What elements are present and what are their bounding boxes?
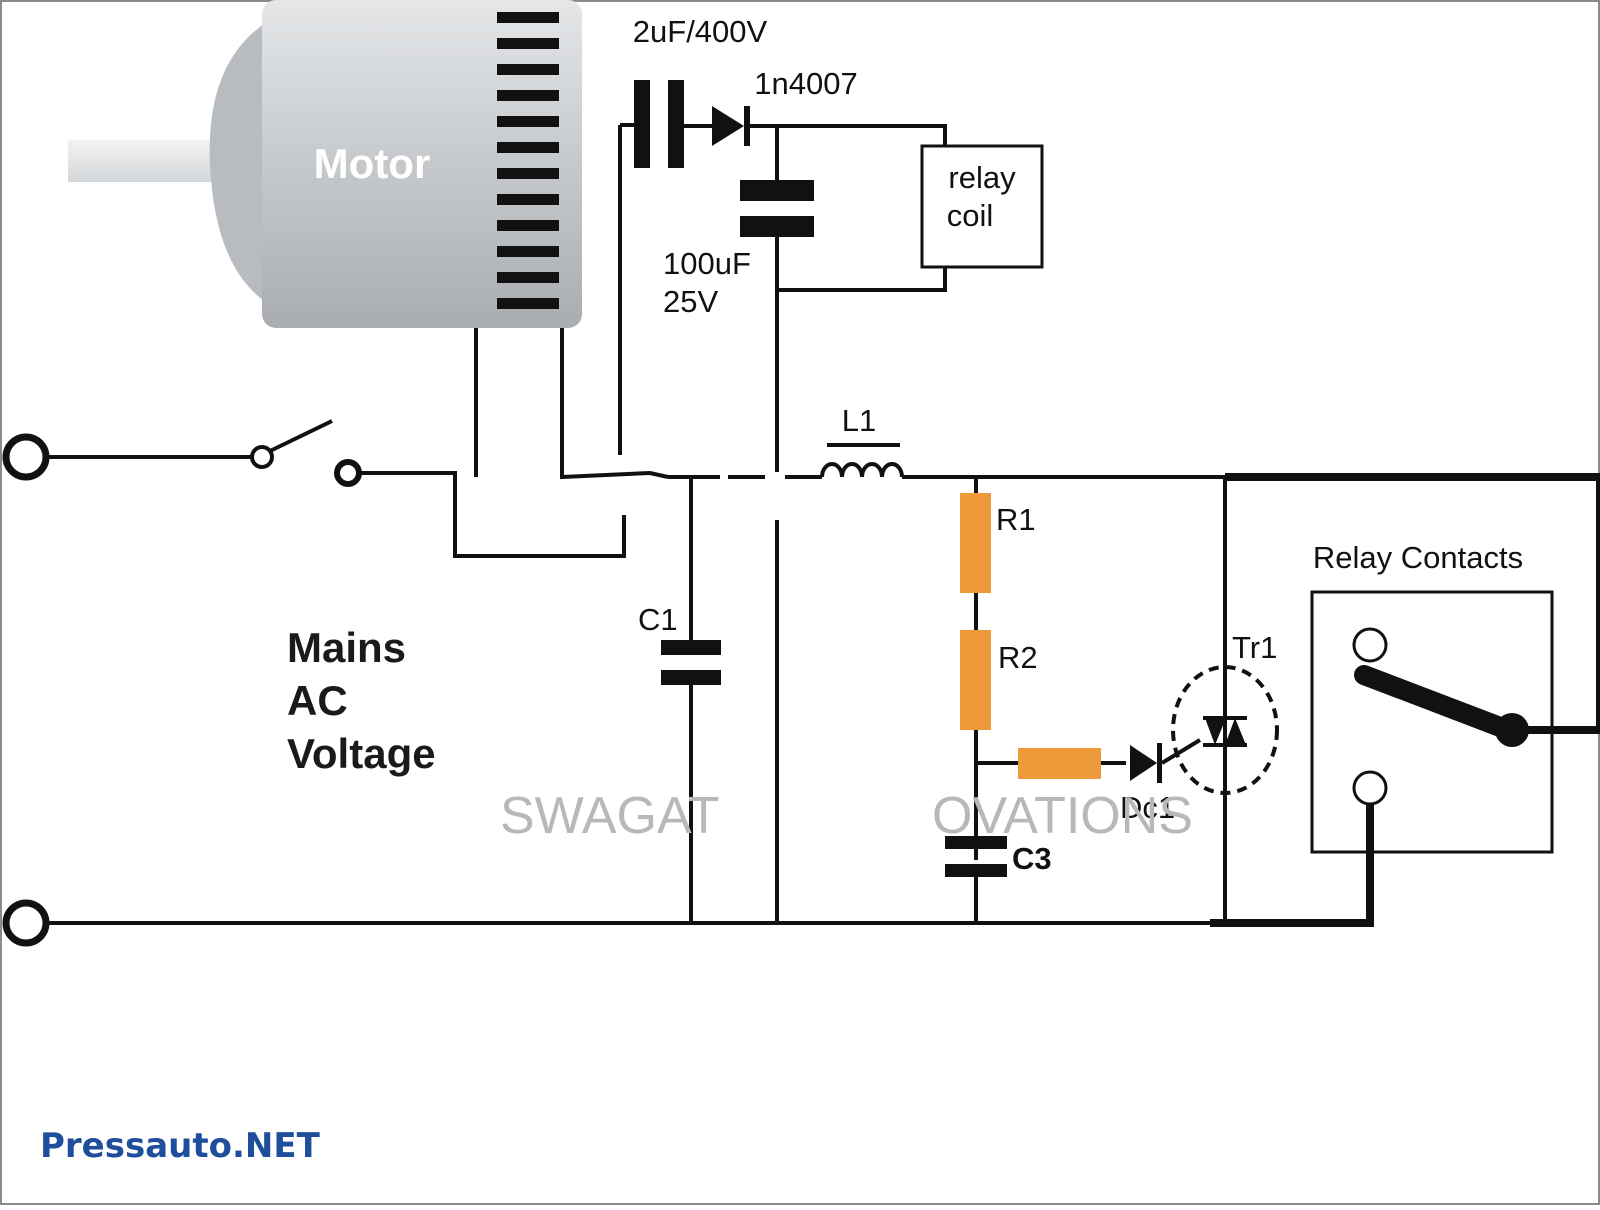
neutral-rail bbox=[470, 802, 1374, 927]
motor-vents bbox=[497, 12, 559, 309]
capacitor-100uf-label-2: 25V bbox=[663, 284, 718, 319]
mains-label-3: Voltage bbox=[287, 730, 436, 777]
triac-label: Tr1 bbox=[1232, 630, 1277, 665]
mains-label: Mains AC Voltage bbox=[287, 624, 436, 777]
relay-contacts-box bbox=[1310, 590, 1554, 854]
motor-vent-slat bbox=[497, 90, 559, 101]
capacitor-c1-label: C1 bbox=[638, 602, 678, 637]
mains-terminal-bottom bbox=[2, 899, 50, 947]
relay-coil-box bbox=[920, 144, 1044, 269]
motor-icon: Motor bbox=[68, 0, 582, 328]
capacitor-c3-label: C3 bbox=[1012, 841, 1052, 876]
relay-pivot bbox=[1495, 713, 1529, 747]
capacitor-c1: C1 bbox=[638, 477, 721, 923]
inductor-l1 bbox=[820, 462, 904, 478]
motor-vent-slat bbox=[497, 298, 559, 309]
motor-shaft bbox=[68, 140, 228, 182]
diac-label: Dc1 bbox=[1120, 790, 1175, 825]
resistor-r2 bbox=[960, 630, 991, 730]
site-brand: Pressauto.NET bbox=[40, 1126, 321, 1166]
resistor-r2-label: R2 bbox=[998, 640, 1038, 675]
motor-vent-slat bbox=[497, 168, 559, 179]
motor-vent-slat bbox=[497, 246, 559, 257]
gate-resistor bbox=[1018, 748, 1101, 779]
triac-tr1 bbox=[1205, 718, 1226, 745]
motor-vent-slat bbox=[497, 272, 559, 283]
motor-vent-slat bbox=[497, 38, 559, 49]
watermark-right: OVATIONS bbox=[932, 787, 1193, 845]
switch-contact bbox=[334, 459, 362, 487]
motor-wiring bbox=[359, 123, 669, 558]
watermark-left: SWAGAT bbox=[500, 787, 720, 845]
trigger-circuit: Tr1 Dc1 bbox=[976, 477, 1279, 923]
mains-label-1: Mains bbox=[287, 624, 406, 671]
capacitor-100uf-label-1: 100uF bbox=[663, 246, 751, 281]
relay-coil-label-2: coil bbox=[947, 198, 994, 233]
relay-coil: relay coil bbox=[750, 124, 1044, 292]
motor-vent-slat bbox=[497, 142, 559, 153]
diode-1n4007: 1n4007 bbox=[712, 66, 858, 146]
resistor-branch: R1 R2 bbox=[960, 477, 1038, 860]
capacitor-c3: C3 bbox=[945, 836, 1052, 923]
switch-pivot bbox=[250, 445, 274, 469]
motor-vent-slat bbox=[497, 116, 559, 127]
relay-contact-nc bbox=[1352, 770, 1388, 806]
mains-terminal-top bbox=[2, 433, 50, 481]
inductor-label: L1 bbox=[842, 403, 876, 438]
motor-end-cap bbox=[209, 20, 270, 305]
diode-label: 1n4007 bbox=[754, 66, 857, 101]
motor-vent-slat bbox=[497, 12, 559, 23]
resistor-r1-label: R1 bbox=[996, 502, 1036, 537]
relay-coil-label-1: relay bbox=[948, 160, 1016, 195]
relay-contact-no bbox=[1352, 627, 1388, 663]
relay-contacts: Relay Contacts bbox=[1310, 540, 1554, 854]
switch-lever bbox=[269, 419, 333, 453]
motor-label: Motor bbox=[314, 140, 431, 187]
motor-vent-slat bbox=[497, 220, 559, 231]
resistor-r1 bbox=[960, 493, 991, 593]
motor-vent-slat bbox=[497, 64, 559, 75]
relay-contacts-label: Relay Contacts bbox=[1313, 540, 1523, 575]
mains-input bbox=[2, 419, 470, 947]
capacitor-100uf: 100uF 25V bbox=[663, 126, 814, 923]
mains-label-2: AC bbox=[287, 677, 348, 724]
live-rail: L1 bbox=[668, 403, 1600, 734]
diac-dc1 bbox=[1130, 745, 1157, 781]
capacitor-2uf: 2uF/400V bbox=[633, 14, 768, 168]
capacitor-2uf-label: 2uF/400V bbox=[633, 14, 768, 49]
motor-vent-slat bbox=[497, 194, 559, 205]
relay-armature bbox=[1354, 665, 1518, 740]
